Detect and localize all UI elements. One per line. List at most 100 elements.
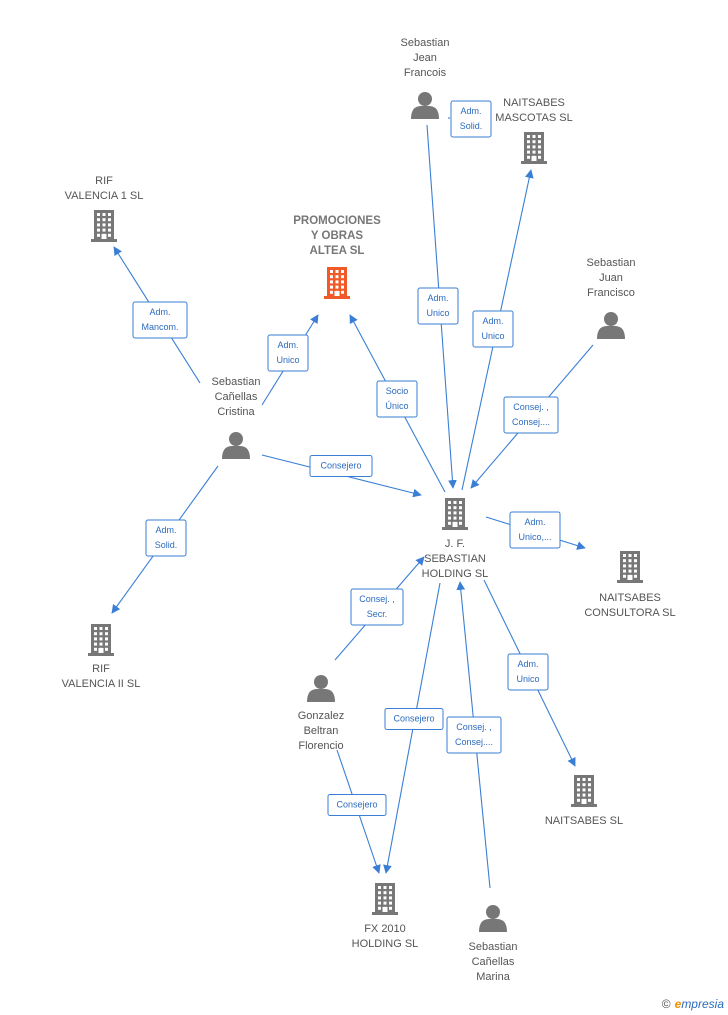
node-label-line: Florencio <box>298 740 343 752</box>
node-label-line: RIF <box>95 175 113 187</box>
node-label-line: Francisco <box>587 287 635 299</box>
edge-label-text: Adm. <box>524 517 545 527</box>
node-label-line: SEBASTIAN <box>424 553 486 565</box>
edge-label-sjf-to-jf[interactable]: Adm. Unico <box>417 287 459 325</box>
node-label-line: Cristina <box>217 406 255 418</box>
node-label-line: J. F. <box>445 538 465 550</box>
edge-label-gbf-to-jf[interactable]: Consej. ,Secr. <box>350 588 404 626</box>
building-icon <box>442 498 468 530</box>
edge-label-sjfco-to-jf[interactable]: Consej. , Consej.... <box>503 396 559 434</box>
node-label-line: RIF <box>92 663 110 675</box>
edge-label-text: Adm. <box>427 293 448 303</box>
edge-label-text: Consej. , <box>359 594 395 604</box>
edge-label-scc-to-jf[interactable]: Consejero <box>309 455 373 477</box>
building-icon <box>571 775 597 807</box>
edge-label-gbf-to-fx[interactable]: Consejero <box>327 794 387 816</box>
edge-label-text: Unico <box>426 308 449 318</box>
node-label-line: Marina <box>476 971 511 983</box>
building-icon <box>521 132 547 164</box>
edge-label-text: Solid. <box>460 121 483 131</box>
node-label-line: Jean <box>413 52 437 64</box>
edge-label-text: Socio <box>386 386 409 396</box>
node-label-line: CONSULTORA SL <box>584 607 675 619</box>
node-label-line: NAITSABES <box>503 97 565 109</box>
edge-label-text: Adm. <box>277 340 298 350</box>
edge-label-text: Adm. <box>155 525 176 535</box>
edge-label-scc-to-rif2[interactable]: Adm.Solid. <box>145 519 187 557</box>
brand-name: mpresia <box>681 997 724 1011</box>
edge-label-jf-to-mascotas[interactable]: Adm. Unico <box>472 310 514 348</box>
node-label-line: Y OBRAS <box>311 230 364 242</box>
node-label-line: Cañellas <box>472 956 515 968</box>
building-icon <box>91 210 117 242</box>
building-icon <box>88 624 114 656</box>
company-node-promociones[interactable]: PROMOCIONES Y OBRAS ALTEA SL <box>293 215 381 299</box>
node-label-line: Sebastian <box>212 376 261 388</box>
edge-label-scc-to-promociones[interactable]: Adm. Unico <box>267 334 309 372</box>
node-label-line: Sebastian <box>401 37 450 49</box>
node-label-line: Beltran <box>304 725 339 737</box>
node-label-line: Sebastian <box>469 941 518 953</box>
edge-label-scm-to-jf[interactable]: Consej. , Consej.... <box>446 716 502 754</box>
company-node-mascotas[interactable]: NAITSABES MASCOTAS SL <box>495 97 573 164</box>
node-label-line: PROMOCIONES <box>293 215 381 227</box>
node-label-line: Gonzalez <box>298 710 344 722</box>
edge-label-text: Consej.... <box>455 737 493 747</box>
edge-label-text: Consejero <box>393 714 434 724</box>
copyright-symbol: © <box>661 997 671 1011</box>
node-label-line: MASCOTAS SL <box>495 112 572 124</box>
edge-label-sjf-to-mascotas[interactable]: Adm.Solid. <box>450 100 492 138</box>
edge-labels-layer: Adm.Mancom.Adm.UnicoConsejeroAdm.Solid.S… <box>132 100 561 816</box>
edge-label-text: Unico <box>276 355 299 365</box>
node-label-line: HOLDING SL <box>352 938 419 950</box>
edge-label-text: Único <box>385 401 408 411</box>
person-icon <box>479 905 507 932</box>
edge-label-text: Adm. <box>149 307 170 317</box>
company-node-naitsabes[interactable]: NAITSABES SL <box>545 775 623 827</box>
node-label-line: Juan <box>599 272 623 284</box>
company-node-rif2[interactable]: RIF VALENCIA II SL <box>62 624 141 690</box>
edge-label-scc-to-rif1[interactable]: Adm. Mancom. <box>132 301 188 339</box>
edge-label-text: Consejero <box>320 461 361 471</box>
node-label-line: Cañellas <box>215 391 258 403</box>
node-label-line: VALENCIA II SL <box>62 678 141 690</box>
building-icon <box>372 883 398 915</box>
person-icon <box>597 312 625 339</box>
person-icon <box>307 675 335 702</box>
edge-label-text: Consejero <box>336 800 377 810</box>
node-label-line: ALTEA SL <box>310 245 365 257</box>
person-icon <box>222 432 250 459</box>
node-label-line: HOLDING SL <box>422 568 489 580</box>
edge-label-jf-to-fx[interactable]: Consejero <box>384 708 444 730</box>
edge-label-text: Consej.... <box>512 417 550 427</box>
edge-label-text: Unico <box>481 331 504 341</box>
company-node-jf[interactable]: J. F. SEBASTIAN HOLDING SL <box>422 498 489 580</box>
edge-label-text: Unico,... <box>518 532 551 542</box>
building-icon <box>617 551 643 583</box>
edge-label-text: Mancom. <box>141 322 178 332</box>
edge-label-text: Consej. , <box>456 722 492 732</box>
edge-label-text: Consej. , <box>513 402 549 412</box>
node-label-line: NAITSABES <box>599 592 661 604</box>
edge-label-jf-to-consultora[interactable]: Adm. Unico,... <box>509 511 561 549</box>
edge-label-text: Adm. <box>517 659 538 669</box>
company-node-consultora[interactable]: NAITSABES CONSULTORA SL <box>584 551 676 619</box>
person-icon <box>411 92 439 119</box>
node-label-line: FX 2010 <box>364 923 406 935</box>
node-label-line: Francois <box>404 67 447 79</box>
edge-label-text: Adm. <box>482 316 503 326</box>
edge-label-jf-to-naitsabes[interactable]: Adm. Unico <box>507 653 549 691</box>
node-label-line: NAITSABES SL <box>545 815 623 827</box>
edge-label-text: Unico <box>516 674 539 684</box>
footer-brand: ©empresia <box>662 997 724 1011</box>
